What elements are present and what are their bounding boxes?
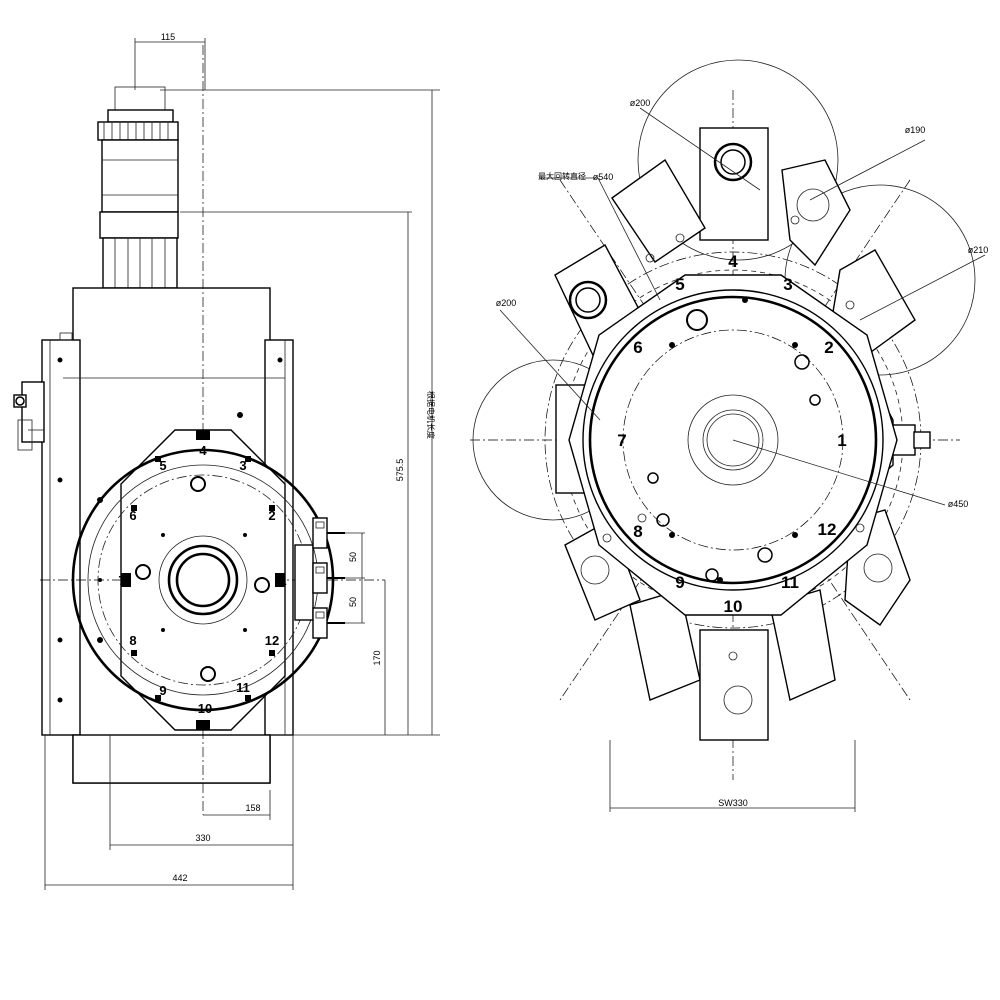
station-label: 2	[824, 338, 833, 357]
dim-d200-left: ø200	[496, 298, 517, 308]
dim-length: 575.5	[395, 459, 405, 482]
motor	[97, 86, 179, 289]
station-label: 4	[728, 252, 738, 271]
station-label: 2	[268, 508, 275, 523]
dim-d540-prefix: 最大回转直径	[538, 171, 586, 181]
leader-lines	[499, 107, 986, 812]
station-label: 1	[279, 573, 286, 588]
dim-d450: ø450	[948, 499, 969, 509]
dim-width-total: 442	[172, 873, 187, 883]
station-label: 3	[239, 458, 246, 473]
station-label: 5	[159, 458, 166, 473]
dim-width-mid: 330	[195, 833, 210, 843]
station-label: 9	[159, 683, 166, 698]
station-label: 8	[633, 522, 642, 541]
tool-holders	[294, 517, 345, 639]
dim-d190: ø190	[905, 125, 926, 135]
left-side-view: 1 2 3 4 5 6 7 8 9 10 11 12	[13, 32, 440, 890]
station-label: 8	[129, 633, 136, 648]
station-label: 7	[118, 573, 125, 588]
dim-spacing-b: 50	[348, 597, 358, 607]
dim-height: 170	[372, 650, 382, 665]
station-label: 11	[236, 680, 250, 695]
station-label: 12	[265, 633, 279, 648]
front-view: 1 2 3 4 5 6 7 8 9 10 11 12 ø200 ø190 最大回…	[470, 59, 989, 812]
dim-spacing-a: 50	[348, 552, 358, 562]
left-plate	[41, 339, 81, 736]
motor-length-note: 根据电机长度	[426, 391, 436, 439]
station-label: 12	[818, 520, 837, 539]
station-label: 5	[675, 275, 684, 294]
station-label: 4	[199, 443, 207, 458]
dim-offset: 158	[245, 803, 260, 813]
dim-top-width: 115	[161, 32, 175, 42]
station-label: 1	[837, 431, 846, 450]
turret-face	[71, 429, 335, 731]
station-label: 7	[617, 431, 626, 450]
station-label: 9	[675, 573, 684, 592]
station-label: 11	[781, 573, 799, 592]
dim-d210: ø210	[968, 245, 989, 255]
station-label: 3	[783, 275, 792, 294]
station-label: 6	[633, 338, 642, 357]
side-valve	[13, 381, 45, 451]
dim-sw: SW330	[718, 798, 748, 808]
station-label: 10	[198, 701, 212, 716]
dim-d200-top: ø200	[630, 98, 651, 108]
dim-d540: ø540	[593, 172, 614, 182]
station-label: 6	[129, 508, 136, 523]
dimension-lines	[44, 38, 440, 890]
station-label: 10	[724, 597, 743, 616]
